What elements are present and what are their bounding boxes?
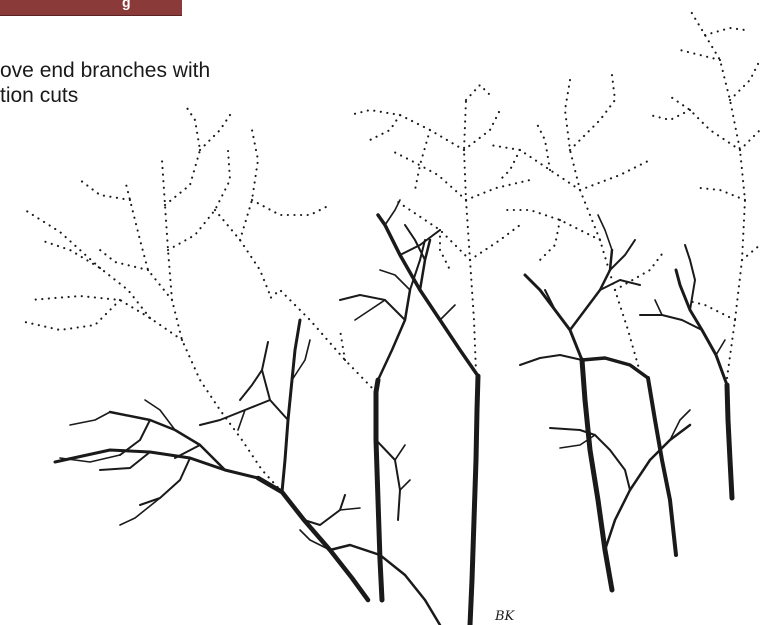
artist-signature: BK xyxy=(494,609,516,624)
removed-branches-dotted xyxy=(25,10,760,492)
removed-crown-center-right xyxy=(490,75,665,372)
removed-crown-left xyxy=(25,105,330,492)
tree-right xyxy=(640,245,732,498)
removed-leader-center-left xyxy=(268,290,376,392)
tree-center-right xyxy=(520,215,690,590)
tree-center-tall xyxy=(378,200,478,625)
remaining-trees-solid xyxy=(55,200,732,625)
removed-crown-right xyxy=(650,10,760,378)
removed-crown-center xyxy=(350,85,530,372)
